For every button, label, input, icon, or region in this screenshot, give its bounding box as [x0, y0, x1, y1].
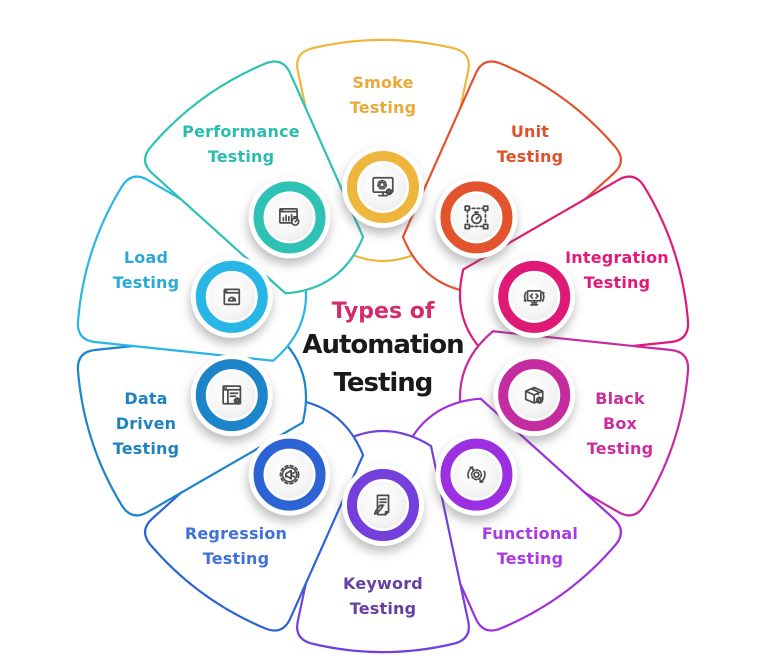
badge-ring: [253, 438, 326, 511]
chart-stopwatch-icon: [279, 207, 300, 226]
window-gauge-icon: [223, 288, 241, 306]
badge-ring: [347, 469, 419, 541]
label-line: Functional: [481, 523, 579, 543]
label-line: Testing: [586, 438, 654, 458]
label-line: Data: [124, 388, 168, 408]
badge-ring: [347, 151, 419, 223]
label-line: Load: [123, 247, 169, 267]
badge-plate: [510, 273, 558, 321]
label-line: Testing: [207, 146, 275, 166]
functional-testing-badge: [435, 433, 518, 516]
box-gear-icon: [524, 386, 544, 404]
diagram-title: Types of Automation Testing: [302, 298, 464, 402]
label-line: Performance: [182, 121, 300, 141]
label-line: Testing: [349, 97, 417, 117]
label-line: Regression: [184, 523, 288, 543]
unit-testing-badge: [435, 176, 518, 259]
label-line: Integration: [565, 247, 669, 267]
badge-ring: [440, 438, 513, 511]
badge-plate: [452, 451, 500, 499]
label-line: Testing: [496, 146, 564, 166]
label-line: Black: [595, 388, 645, 408]
label-line: Testing: [349, 598, 417, 618]
badge-ring: [195, 260, 268, 333]
badge-ring: [498, 359, 571, 432]
black-box-testing-badge: [493, 354, 576, 437]
label-line: Testing: [202, 548, 270, 568]
smoke-testing-badge: [342, 146, 424, 228]
badge-ring: [195, 359, 268, 432]
title-main-line-1: Automation: [302, 330, 464, 360]
monitor-code-icon: [523, 290, 545, 306]
gear-sync-icon: [467, 466, 486, 483]
document-pen-icon: [373, 494, 390, 516]
title-accent-line: Types of: [331, 299, 435, 324]
label-line: Testing: [496, 548, 564, 568]
stopwatch-frame-icon: [464, 205, 489, 230]
badge-ring: [440, 181, 513, 254]
data-driven-testing-badge: [190, 354, 273, 437]
badge-ring: [498, 260, 571, 333]
performance-testing-badge: [248, 176, 331, 259]
gear-megaphone-icon: [279, 464, 300, 485]
load-testing-badge: [190, 255, 273, 338]
title-main-line-2: Testing: [333, 368, 434, 398]
label-line: Unit: [510, 121, 550, 141]
label-line: Box: [602, 413, 638, 433]
regression-testing-badge: [248, 433, 331, 516]
keyword-testing-badge: [342, 464, 424, 546]
badge-plate: [266, 451, 314, 499]
label-line: Testing: [112, 438, 180, 458]
badge-plate: [452, 193, 500, 241]
monitor-gear-icon: [372, 176, 394, 197]
label-line: Testing: [112, 272, 180, 292]
label-line: Smoke: [352, 72, 414, 92]
icon-badge-layer: [190, 146, 576, 546]
window-gear-icon: [222, 385, 242, 405]
integration-testing-badge: [493, 255, 576, 338]
label-line: Driven: [115, 413, 177, 433]
badge-plate: [208, 371, 256, 419]
label-line: Testing: [583, 272, 651, 292]
badge-ring: [253, 181, 326, 254]
label-line: Keyword: [343, 573, 423, 593]
